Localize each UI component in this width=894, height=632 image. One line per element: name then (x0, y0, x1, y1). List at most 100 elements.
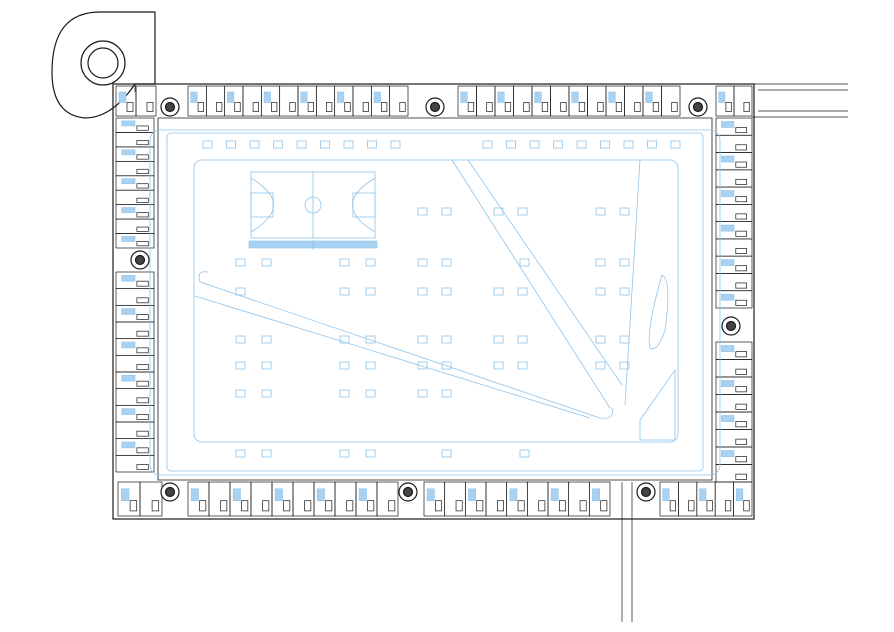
bench (261, 361, 272, 370)
room-fixture (721, 190, 735, 197)
room-fixture (718, 91, 726, 103)
room-furniture (735, 456, 747, 463)
room-fixture (550, 488, 559, 501)
room-fixture (645, 91, 653, 103)
bench (619, 258, 630, 267)
room-furniture (136, 397, 149, 404)
room-furniture (136, 380, 149, 387)
room-furniture (560, 102, 567, 112)
room-furniture (151, 500, 160, 512)
bench (493, 207, 504, 216)
stair-core-inner (725, 320, 737, 332)
bench (506, 140, 516, 149)
bench (235, 258, 246, 267)
bench (595, 361, 606, 370)
room-fixture (121, 178, 136, 185)
room-furniture (136, 347, 149, 354)
bench (493, 361, 504, 370)
room-furniture (197, 102, 204, 112)
room-furniture (388, 500, 396, 512)
stair-core-inner (402, 486, 414, 498)
bench (517, 207, 528, 216)
stair-core-inner (429, 101, 441, 113)
room-furniture (136, 464, 149, 470)
room-fixture (121, 375, 136, 382)
room-furniture (126, 102, 134, 112)
building-outline (112, 83, 755, 520)
diagonal-paths (194, 159, 676, 441)
room-fixture (227, 91, 235, 103)
room-furniture (597, 102, 604, 112)
room-furniture (735, 403, 747, 410)
room-furniture (735, 248, 747, 254)
room-furniture (735, 386, 747, 393)
access-corridor (621, 482, 633, 622)
room-fixture (721, 450, 735, 457)
room-furniture (735, 230, 747, 237)
bench (235, 361, 246, 370)
room-unit (733, 481, 753, 517)
room-furniture (307, 102, 314, 112)
room-fixture (121, 441, 136, 449)
bench (261, 389, 272, 398)
bench (441, 389, 452, 398)
room-furniture (304, 500, 312, 512)
room-furniture (252, 102, 259, 112)
room-fixture (121, 207, 136, 213)
room-furniture (326, 102, 333, 112)
bench (623, 140, 634, 149)
bench (339, 258, 350, 267)
room-unit (115, 233, 155, 249)
room-furniture (289, 102, 296, 112)
bench (441, 258, 452, 267)
room-fixture (497, 91, 505, 103)
bench (482, 140, 493, 149)
room-fixture (274, 488, 283, 501)
room-furniture (136, 297, 149, 304)
room-fixture (608, 91, 616, 103)
room-furniture (129, 500, 138, 512)
bench (417, 258, 428, 267)
room-unit (135, 85, 157, 117)
room-furniture (735, 351, 747, 358)
bench (576, 140, 587, 149)
room-furniture (136, 414, 149, 420)
room-furniture (517, 500, 525, 512)
bench (619, 335, 630, 344)
room-fixture (721, 155, 735, 163)
room-furniture (735, 299, 747, 306)
room-fixture (721, 415, 735, 422)
courtyard-benches (202, 140, 681, 458)
room-fixture (316, 488, 325, 501)
room-fixture (460, 91, 468, 103)
room-furniture (486, 102, 493, 112)
bench (365, 389, 376, 398)
stair-core-inner (134, 254, 146, 266)
bench (441, 207, 452, 216)
room-furniture (136, 125, 149, 131)
room-furniture (735, 161, 747, 168)
bench (553, 140, 563, 149)
bench (619, 287, 630, 296)
room-furniture (344, 102, 351, 112)
bench (441, 335, 452, 344)
bench (517, 287, 528, 296)
room-fixture (121, 149, 136, 156)
room-furniture (735, 368, 747, 375)
bench (339, 287, 350, 296)
room-furniture (735, 196, 747, 203)
room-unit (389, 85, 409, 117)
bench (417, 287, 428, 296)
bench (390, 140, 401, 149)
bench (595, 258, 606, 267)
room-furniture (241, 500, 249, 512)
stair-core-inner (164, 486, 176, 498)
room-furniture (271, 102, 278, 112)
room-fixture (337, 91, 345, 103)
bench (226, 140, 236, 149)
room-furniture (146, 102, 154, 112)
bench (647, 140, 657, 149)
bench (417, 335, 428, 344)
room-furniture (136, 183, 149, 189)
